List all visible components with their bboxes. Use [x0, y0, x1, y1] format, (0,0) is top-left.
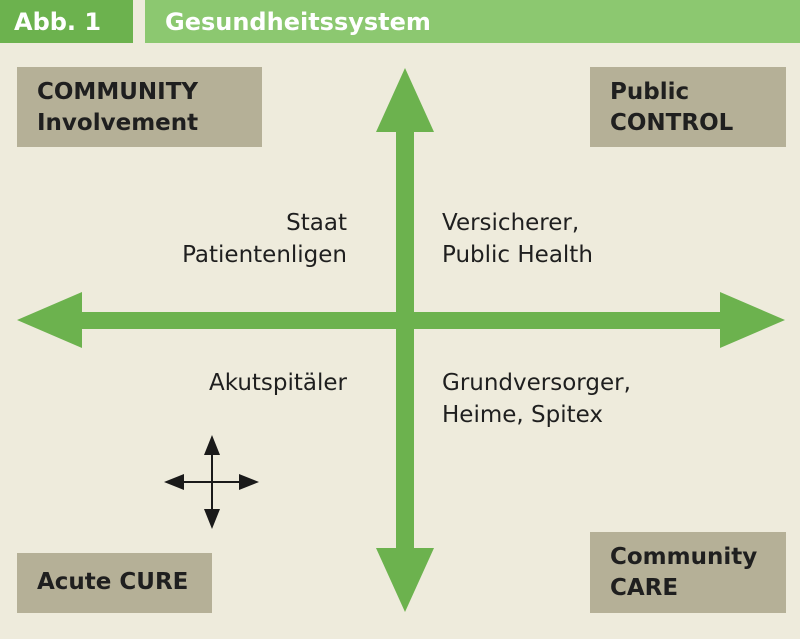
figure-number: Abb. 1 [0, 0, 133, 43]
corner-acute-cure: Acute CURE [17, 553, 212, 613]
quadrant-label-line: Patientenligen [182, 242, 347, 268]
corner-label-line: Community [610, 544, 758, 570]
arrow-up [376, 68, 434, 132]
corner-label-line: Public [610, 79, 690, 105]
corner-label-line: COMMUNITY [37, 79, 199, 105]
main-axes-arrows [17, 68, 785, 612]
corner-label-line: CARE [610, 575, 679, 601]
horizontal-axis [78, 312, 726, 329]
quadrant-label-line: Heime, Spitex [442, 402, 603, 428]
quadrant-label-top-left: Staat Patientenligen [182, 207, 347, 271]
quadrant-label-line: Akutspitäler [208, 370, 347, 396]
corner-label-line: Involvement [37, 110, 199, 136]
figure-title: Gesundheitssystem [145, 0, 800, 43]
quadrant-label-bottom-left: Akutspitäler [209, 367, 347, 399]
corner-label-line: CONTROL [610, 110, 734, 136]
arrow-right [720, 292, 785, 348]
corner-community-care: Community CARE [590, 532, 786, 613]
arrow-down [376, 548, 434, 612]
quadrant-label-line: Public Health [442, 242, 593, 268]
quadrant-label-bottom-right: Grundversorger, Heime, Spitex [442, 367, 631, 431]
quadrant-label-top-right: Versicherer, Public Health [442, 207, 593, 271]
corner-label-line: Acute CURE [37, 569, 189, 595]
arrow-left [17, 292, 82, 348]
four-way-arrow-icon [164, 435, 259, 529]
vertical-axis [396, 128, 414, 552]
quadrant-label-line: Staat [286, 210, 347, 236]
quadrant-label-line: Versicherer, [442, 210, 580, 236]
corner-public-control: Public CONTROL [590, 67, 786, 147]
corner-community-involvement: COMMUNITY Involvement [17, 67, 262, 147]
quadrant-label-line: Grundversorger, [442, 370, 631, 396]
